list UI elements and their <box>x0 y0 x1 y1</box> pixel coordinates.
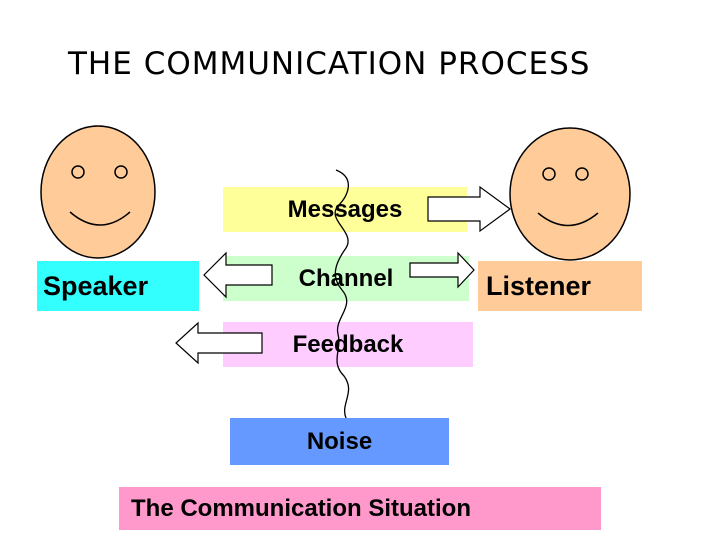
feedback-box: Feedback <box>223 322 473 367</box>
channel-arrow-left-icon <box>203 251 273 299</box>
diagram-title: THE COMMUNICATION PROCESS <box>68 46 591 82</box>
listener-label: Listener <box>486 270 592 301</box>
listener-box: Listener <box>478 261 642 311</box>
feedback-arrow-left-icon <box>175 321 263 365</box>
feedback-label: Feedback <box>292 330 404 358</box>
messages-box: Messages <box>223 187 467 232</box>
noise-label: Noise <box>306 427 373 455</box>
noise-box: Noise <box>230 418 449 465</box>
channel-arrow-right-icon <box>409 251 475 289</box>
messages-arrow-right-icon <box>427 185 512 233</box>
speaker-label: Speaker <box>43 270 149 301</box>
speaker-face-icon <box>40 125 156 259</box>
situation-label: The Communication Situation <box>131 494 471 522</box>
channel-label: Channel <box>298 264 394 292</box>
listener-face-icon <box>509 127 631 261</box>
noise-squiggle-line <box>334 169 350 419</box>
speaker-box: Speaker <box>37 261 199 311</box>
messages-label: Messages <box>287 195 403 223</box>
situation-box: The Communication Situation <box>119 487 601 530</box>
